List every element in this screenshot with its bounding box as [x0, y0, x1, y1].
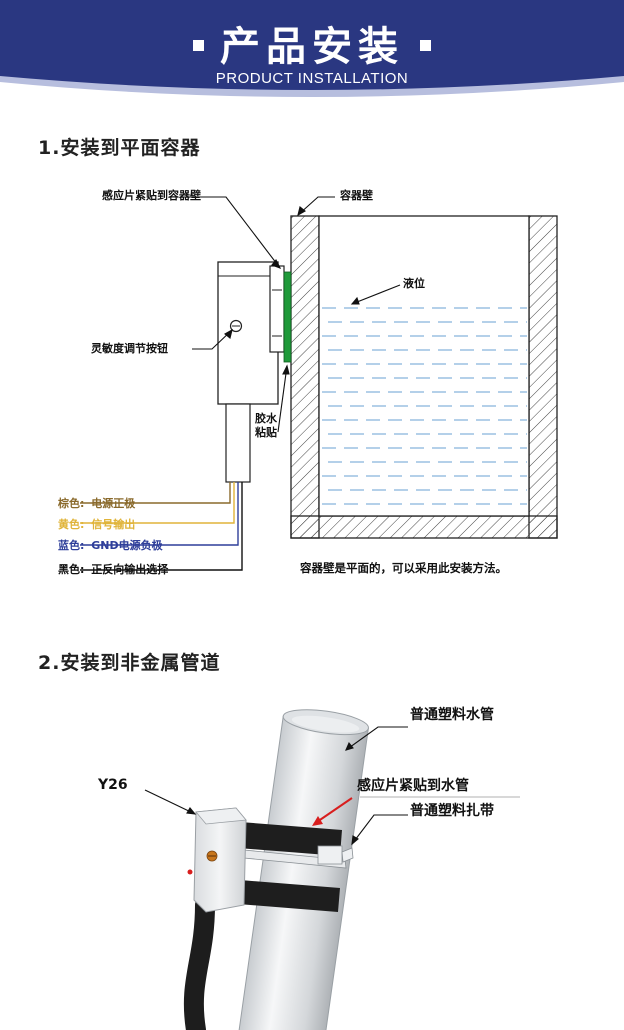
red-arrow — [313, 797, 353, 825]
label-cable-tie: 普通塑料扎带 — [410, 803, 494, 819]
wire-desc: GND电源负极 — [91, 539, 163, 552]
wires — [80, 482, 243, 571]
container-wall — [290, 215, 558, 539]
section1-note: 容器壁是平面的，可以采用此安装方法。 — [300, 561, 507, 575]
sensor-straps — [238, 822, 342, 912]
label-pipe: 普通塑料水管 — [410, 707, 494, 723]
label-liquid-level: 液位 — [403, 277, 425, 290]
square-bullet-icon — [193, 39, 204, 51]
sensor-cable — [183, 895, 215, 1030]
section2-leaders — [144, 726, 520, 846]
wire-blue: 蓝色: GND电源负极 — [58, 537, 163, 553]
section2-title: 2.安装到非金属管道 — [38, 652, 221, 674]
wire-desc: 电源正极 — [91, 497, 136, 510]
page-title: 产品安装 — [0, 14, 624, 72]
label-glue-line2: 粘贴 — [255, 426, 277, 439]
label-container-wall: 容器壁 — [340, 189, 373, 202]
label-sensor-to-wall: 感应片紧贴到容器壁 — [102, 189, 201, 202]
label-sensor-to-pipe: 感应片紧贴到水管 — [357, 778, 469, 794]
label-glue-line1: 胶水 — [255, 412, 277, 425]
banner-background — [0, 0, 624, 97]
wire-black: 黑色: 正反向输出选择 — [58, 561, 168, 577]
wire-desc: 正反向输出选择 — [91, 563, 169, 576]
liquid-lines — [322, 307, 527, 505]
page-title-text: 产品安装 — [220, 24, 404, 70]
page-subtitle: PRODUCT INSTALLATION — [215, 70, 409, 87]
section1-title: 1.安装到平面容器 — [38, 137, 201, 159]
wire-color-name: 黑色: — [58, 563, 85, 576]
wire-yellow: 黄色: 信号输出 — [58, 516, 135, 532]
pipe — [238, 709, 369, 1030]
wire-color-name: 蓝色: — [58, 539, 85, 552]
wire-color-name: 黄色: — [58, 518, 85, 531]
label-sensitivity-knob: 灵敏度调节按钮 — [91, 342, 168, 355]
flat-container-diagram — [80, 196, 558, 571]
leader-lines — [180, 196, 401, 433]
header-banner: 产品安装 PRODUCT INSTALLATION — [0, 0, 624, 108]
square-bullet-icon — [420, 39, 431, 51]
wire-desc: 信号输出 — [91, 518, 136, 531]
wire-color-name: 棕色: — [58, 497, 85, 510]
wire-brown: 棕色: 电源正极 — [58, 495, 135, 511]
red-arrow-head — [312, 816, 323, 826]
cable-tie — [243, 845, 354, 869]
label-model: Y26 — [98, 777, 128, 793]
sensor-box — [187, 807, 247, 913]
